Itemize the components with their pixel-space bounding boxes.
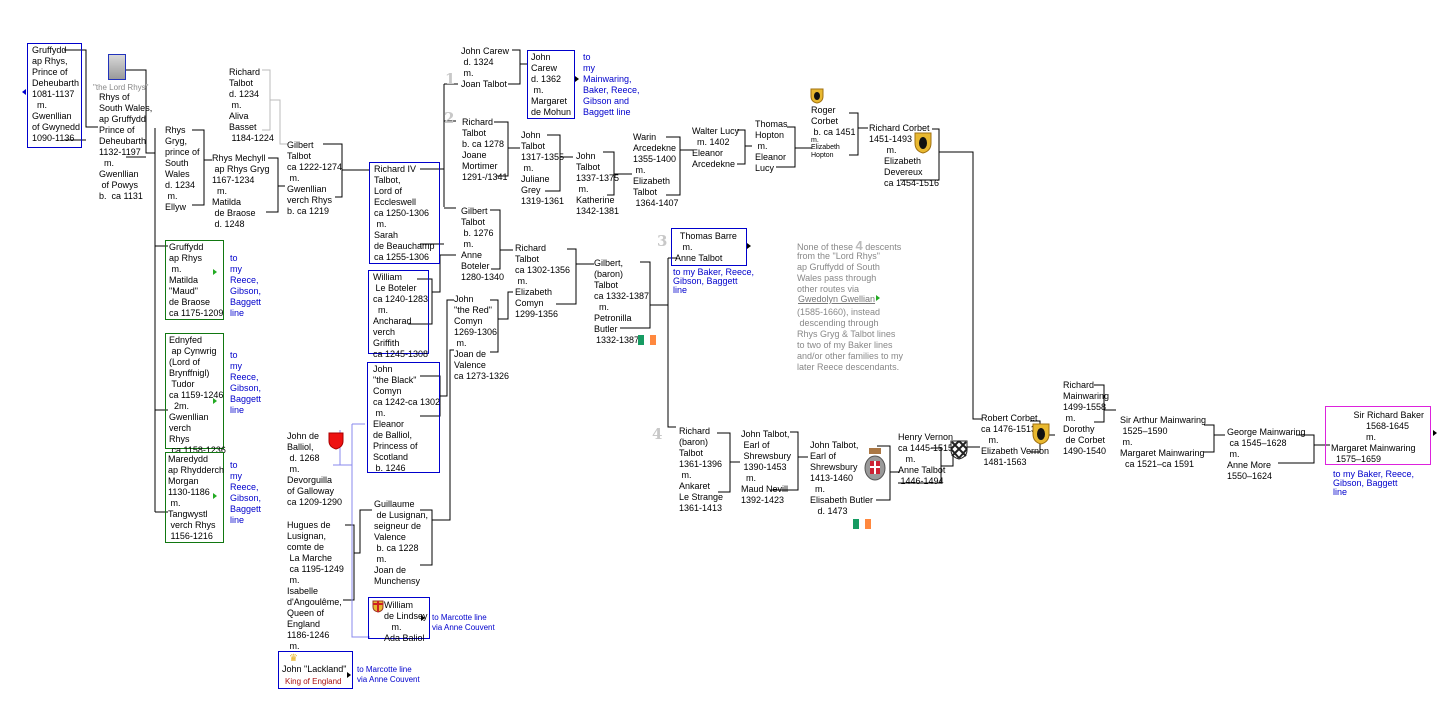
person-richard-talbot-1278: Richard Talbot b. ca 1278 Joane Mortimer… xyxy=(462,117,508,182)
person-box-thomas-barre[interactable]: Thomas Barre m. Anne Talbot xyxy=(671,228,751,266)
person-thomas-barre: Thomas Barre m. Anne Talbot xyxy=(675,231,737,263)
person-rhys-of-south-wales: Rhys of South Wales, ap Gruffydd Prince … xyxy=(99,92,153,201)
garter-arms-icon xyxy=(864,448,886,481)
person-walter-lucy: Walter Lucy m. 1402 Eleanor Arcedekne xyxy=(692,126,740,169)
person-gilbert-talbot-1274: Gilbert Talbot ca 1222-1274 m. Gwenllian… xyxy=(287,140,343,216)
lord-rhys-caption: "the Lord Rhys" xyxy=(93,83,149,92)
descent-number-4: 4 xyxy=(652,425,663,443)
irish-flag-icon xyxy=(853,519,871,529)
person-elizabeth-hopton: Elizabeth Hopton xyxy=(811,144,840,159)
crown-icon: ♛ xyxy=(289,653,298,664)
person-william-de-lindsey: William de Lindsey m. Ada Baliol xyxy=(384,600,428,643)
descent-note-end: (1585-1660), instead descending through … xyxy=(797,307,904,372)
descent-number-2: 2 xyxy=(444,109,455,127)
corbet-arms-icon xyxy=(810,88,824,104)
person-richard-corbet: Richard Corbet 1451-1493 m. Elizabeth De… xyxy=(869,123,940,188)
right-arrow-icon[interactable] xyxy=(213,398,217,404)
king-of-england-title: King of England xyxy=(285,677,342,686)
right-arrow-icon[interactable] xyxy=(347,672,351,678)
person-gilbert-talbot-1276: Gilbert Talbot b. 1276 m. Anne Boteler 1… xyxy=(461,206,505,282)
person-rhys-mechyll: Rhys Mechyll ap Rhys Gryg 1167-1234 m. M… xyxy=(212,153,270,229)
link-baker-line-barre[interactable]: to my Baker, Reece, Gibson, Baggett line xyxy=(673,267,755,295)
descent-note-count: 4 xyxy=(855,238,863,253)
person-richard-talbot-1234: Richard Talbot d. 1234 m. Aliva Basset 1… xyxy=(229,67,274,143)
person-ednyfed-text: Ednyfed ap Cynwrig (Lord of Brynffnigl) … xyxy=(169,335,226,455)
link-marcotte-lindsey[interactable]: to Marcotte line via Anne Couvent xyxy=(432,613,495,632)
person-box-richard-baker[interactable]: Sir Richard Baker 1568-1645 m. Margaret … xyxy=(1325,406,1431,465)
descent-note: None of these 4 descents xyxy=(797,238,902,253)
person-john-black-comyn: John "the Black" Comyn ca 1242-ca 1302 m… xyxy=(373,364,441,473)
person-john-de-balliol: John de Balliol, d. 1268 m. Devorguilla … xyxy=(287,431,343,507)
person-hugues-de-lusignan: Hugues de Lusignan, comte de La Marche c… xyxy=(287,520,344,651)
link-reece-gibson-baggett-3[interactable]: to my Reece, Gibson, Baggett line xyxy=(230,460,262,525)
link-marcotte-lackland[interactable]: to Marcotte line via Anne Couvent xyxy=(357,665,420,684)
left-arrow-icon[interactable] xyxy=(22,89,26,95)
descent-note-descents: descents xyxy=(862,242,902,252)
person-robert-corbet: Robert Corbet ca 1476-1513 m. Elizabeth … xyxy=(981,413,1050,467)
person-john-talbot-1453: John Talbot, Earl of Shrewsbury 1390-145… xyxy=(741,429,792,505)
person-arthur-mainwaring: Sir Arthur Mainwaring 1525–1590 m. Marga… xyxy=(1120,415,1207,469)
person-william-le-boteler: William Le Boteler ca 1240-1283 m. Ancha… xyxy=(373,272,429,359)
person-name: Gruffydd ap Rhys, Prince of Deheubarth 1… xyxy=(32,45,81,143)
lindsey-arms-icon xyxy=(372,600,384,613)
roger-corbet-married: m. xyxy=(811,137,819,144)
link-baker-line-final[interactable]: to my Baker, Reece, Gibson, Baggett line xyxy=(1333,469,1415,497)
person-john-talbot-1375: John Talbot 1337-1375 m. Katherine 1342-… xyxy=(576,151,620,216)
corbet-arms-icon xyxy=(914,132,932,154)
person-box-william-de-lindsey[interactable]: William de Lindsey m. Ada Baliol xyxy=(368,597,430,643)
person-maredydd-text: Maredydd ap Rhydderch Morgan 1130-1186 m… xyxy=(168,454,225,541)
descent-number-3: 3 xyxy=(657,232,668,250)
person-gilbert-baron-talbot: Gilbert, (baron) Talbot ca 1332-1387 m. … xyxy=(594,258,650,334)
right-arrow-icon[interactable] xyxy=(876,295,880,301)
person-john-red-comyn: John "the Red" Comyn 1269-1306 m. Joan d… xyxy=(454,294,510,381)
person-box-john-black-comyn[interactable]: John "the Black" Comyn ca 1242-ca 1302 m… xyxy=(367,362,440,473)
person-gruffydd-matilda-text: Gruffydd ap Rhys m. Matilda "Maud" de Br… xyxy=(169,242,224,318)
right-arrow-icon[interactable] xyxy=(213,269,217,275)
person-richard-baron-talbot: Richard (baron) Talbot 1361-1396 m. Anka… xyxy=(679,426,724,513)
descent-note-body: from the "Lord Rhys" ap Gruffydd of Sout… xyxy=(797,251,880,294)
person-box-gruffydd-ap-rhys[interactable]: Gruffydd ap Rhys, Prince of Deheubarth 1… xyxy=(22,43,82,148)
descent-note-start: None of these xyxy=(797,242,856,252)
person-john-carew-1324: John Carew d. 1324 m. Joan Talbot xyxy=(461,46,510,89)
person-richard-talbot-1356: Richard Talbot ca 1302-1356 m. Elizabeth… xyxy=(515,243,571,319)
person-box-john-lackland[interactable]: ♛ John "Lackland" King of England xyxy=(278,651,353,689)
person-thomas-hopton: Thomas Hopton m. Eleanor Lucy xyxy=(755,119,788,173)
person-richard-iv-talbot: Richard IV Talbot, Lord of Eccleswell ca… xyxy=(374,164,435,262)
right-arrow-icon[interactable] xyxy=(213,493,217,499)
person-box-william-le-boteler[interactable]: William Le Boteler ca 1240-1283 m. Ancha… xyxy=(368,270,429,359)
person-roger-corbet: Roger Corbet b. ca 1451 xyxy=(811,105,856,137)
irish-flag-icon xyxy=(638,335,656,345)
right-arrow-icon[interactable] xyxy=(747,243,751,249)
right-arrow-icon[interactable] xyxy=(421,615,425,621)
link-mainwaring-line[interactable]: to my Mainwaring, Baker, Reece, Gibson a… xyxy=(583,52,640,117)
gilbert-baron-dates: 1332-1387 xyxy=(596,335,640,345)
person-box-gruffydd-ap-rhys-matilda[interactable] xyxy=(165,240,224,320)
person-john-talbot-1355: John Talbot 1317-1355 m. Juliane Grey 13… xyxy=(521,130,565,206)
lord-rhys-portrait-icon xyxy=(108,54,126,80)
person-george-mainwaring: George Mainwaring ca 1545–1628 m. Anne M… xyxy=(1227,427,1306,481)
right-arrow-icon[interactable] xyxy=(1433,430,1437,436)
person-richard-mainwaring: Richard Mainwaring 1499-1558 m. Dorothy … xyxy=(1063,380,1110,456)
link-reece-gibson-baggett-2[interactable]: to my Reece, Gibson, Baggett line xyxy=(230,350,262,415)
person-john-talbot-1460: John Talbot, Earl of Shrewsbury 1413-146… xyxy=(810,440,874,516)
person-john-lackland: John "Lackland" xyxy=(282,664,347,674)
person-box-richard-iv-talbot[interactable]: Richard IV Talbot, Lord of Eccleswell ca… xyxy=(369,162,440,264)
link-reece-gibson-baggett-1[interactable]: to my Reece, Gibson, Baggett line xyxy=(230,253,262,318)
person-henry-vernon: Henry Vernon ca 1445-1515 m. Anne Talbot… xyxy=(898,432,954,486)
person-box-maredydd[interactable] xyxy=(165,452,224,543)
person-john-carew-1362: John Carew d. 1362 m. Margaret de Mohun xyxy=(531,52,572,117)
person-warin-arcedekne: Warin Arcedekne 1355-1400 m. Elizabeth T… xyxy=(633,132,679,208)
person-box-john-carew-1362[interactable]: John Carew d. 1362 m. Margaret de Mohun xyxy=(527,50,579,119)
descent-number-1: 1 xyxy=(445,70,456,88)
corbet-arms-icon xyxy=(1032,423,1050,445)
right-arrow-icon[interactable] xyxy=(575,76,579,82)
link-gwedolyn-gwellian[interactable]: Gwedolyn Gwellian xyxy=(798,294,876,304)
person-guillaume-de-lusignan: Guillaume de Lusignan, seigneur de Valen… xyxy=(374,499,429,586)
person-box-ednyfed[interactable] xyxy=(165,333,224,449)
person-richard-baker: Sir Richard Baker 1568-1645 m. Margaret … xyxy=(1331,410,1425,464)
balliol-shield-icon xyxy=(328,432,344,450)
vernon-fret-arms-icon xyxy=(950,440,968,460)
person-rhys-gryg: Rhys Gryg, prince of South Wales d. 1234… xyxy=(165,125,200,212)
